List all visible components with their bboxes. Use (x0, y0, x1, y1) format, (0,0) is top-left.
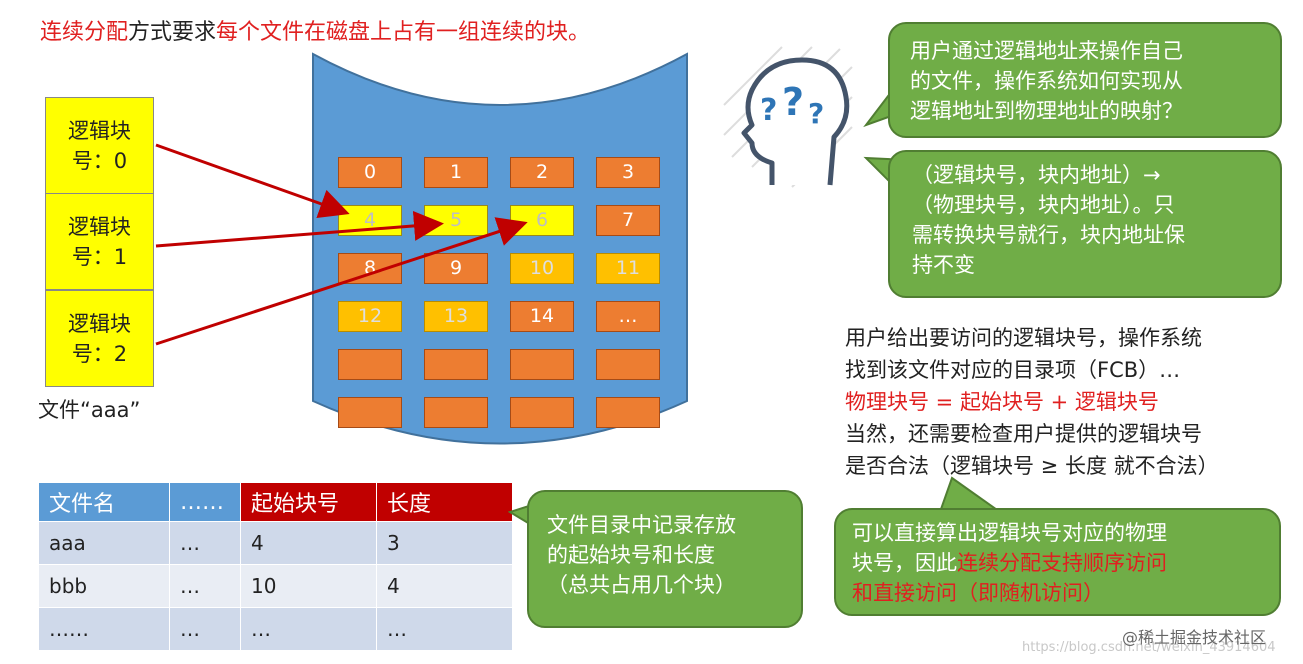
disk-block: 0 (338, 157, 402, 188)
bubble-text: 块号，因此 (852, 551, 957, 575)
disk-block (338, 397, 402, 428)
disk-block (510, 397, 574, 428)
bubble-line: 的起始块号和长度 (547, 543, 715, 567)
header-start-block: 起始块号 (240, 482, 377, 522)
logical-block-label: 逻辑块 (68, 311, 131, 336)
header-length: 长度 (376, 482, 513, 522)
note-line: 找到该文件对应的目录项（FCB）… (845, 358, 1181, 382)
disk-block: 9 (424, 253, 488, 284)
table-cell: … (376, 607, 513, 651)
note-line: 当然，还需要检查用户提供的逻辑块号 (845, 422, 1202, 446)
table-cell: 3 (376, 521, 513, 565)
table-cell: …… (38, 607, 170, 651)
access-bubble: 可以直接算出逻辑块号对应的物理 块号，因此连续分配支持顺序访问 和直接访问（即随… (834, 508, 1281, 616)
page-title: 连续分配方式要求每个文件在磁盘上占有一组连续的块。 (40, 14, 590, 46)
logical-block-number: 号：1 (71, 244, 128, 269)
thinking-head-question-icon: ? ? ? (723, 46, 853, 188)
bubble-line: 可以直接算出逻辑块号对应的物理 (852, 521, 1167, 545)
table-cell: aaa (38, 521, 170, 565)
bubble-line: 用户通过逻辑地址来操作自己 (910, 39, 1183, 63)
explanation-notes: 用户给出要访问的逻辑块号，操作系统 找到该文件对应的目录项（FCB）… 物理块号… (845, 322, 1219, 482)
address-formula: 物理块号 = 起始块号 + 逻辑块号 (845, 390, 1159, 414)
disk-block: 14 (510, 301, 574, 332)
table-cell: … (169, 607, 241, 651)
answer-bubble: （逻辑块号，块内地址）→ （物理块号，块内地址）。只 需转换块号就行，块内地址保… (888, 150, 1282, 298)
bubble-line: 逻辑地址到物理地址的映射？ (910, 99, 1183, 123)
table-row: bbb … 10 4 (38, 564, 513, 608)
logical-block-2: 逻辑块 号：2 (45, 290, 154, 387)
disk-block (596, 397, 660, 428)
disk-block (424, 349, 488, 380)
watermark-url: https://blog.csdn.net/weixin_43914604 (1022, 640, 1276, 655)
bubble-line: （总共占用几个块） (547, 573, 736, 597)
arrow-2-to-6 (155, 217, 528, 346)
disk-block: 3 (596, 157, 660, 188)
disk-block: 13 (424, 301, 488, 332)
table-header-row: 文件名 …… 起始块号 长度 (38, 482, 513, 522)
bubble-line: （逻辑块号，块内地址）→ (912, 163, 1161, 187)
disk-block: 12 (338, 301, 402, 332)
note-line: 是否合法（逻辑块号 ≥ 长度 就不合法） (845, 454, 1219, 478)
bubble-line: 的文件，操作系统如何实现从 (910, 69, 1183, 93)
logical-block-label: 逻辑块 (68, 214, 131, 239)
disk-block: 11 (596, 253, 660, 284)
logical-block-1: 逻辑块 号：1 (45, 193, 154, 290)
bubble-highlight: 和直接访问（即随机访问） (852, 581, 1104, 605)
directory-note-bubble: 文件目录中记录存放 的起始块号和长度 （总共占用几个块） (527, 490, 803, 628)
table-cell: 10 (240, 564, 377, 608)
svg-text:?: ? (808, 97, 824, 130)
disk-block: 2 (510, 157, 574, 188)
bubble-line: 持不变 (912, 253, 975, 277)
file-label: 文件“aaa” (38, 398, 141, 422)
file-directory-table: 文件名 …… 起始块号 长度 aaa … 4 3 bbb … 10 4 …… …… (38, 482, 513, 651)
arrow-0-to-4 (155, 143, 350, 219)
bubble-highlight: 连续分配支持顺序访问 (957, 551, 1167, 575)
bubble-line: 文件目录中记录存放 (547, 513, 736, 537)
disk-block: 8 (338, 253, 402, 284)
title-requirement: 每个文件在磁盘上占有一组连续的块。 (216, 20, 591, 45)
svg-text:?: ? (760, 93, 777, 128)
disk-cylinder-shape (312, 52, 688, 445)
disk-block: … (596, 301, 660, 332)
logical-block-0: 逻辑块 号：0 (45, 97, 154, 194)
table-cell: bbb (38, 564, 170, 608)
table-cell: 4 (240, 521, 377, 565)
bubble-line: （物理块号，块内地址）。只 (912, 193, 1175, 217)
note-line: 用户给出要访问的逻辑块号，操作系统 (845, 326, 1202, 350)
svg-text:?: ? (782, 80, 804, 124)
title-mid: 方式要求 (128, 20, 217, 45)
table-cell: … (169, 564, 241, 608)
disk-block: 7 (596, 205, 660, 236)
header-filename: 文件名 (38, 482, 170, 522)
logical-block-number: 号：0 (71, 148, 128, 173)
watermark: @稀土掘金技术社区 (1122, 628, 1267, 647)
table-row: …… … … … (38, 607, 513, 651)
disk-block (596, 349, 660, 380)
table-cell: … (240, 607, 377, 651)
question-bubble: 用户通过逻辑地址来操作自己 的文件，操作系统如何实现从 逻辑地址到物理地址的映射… (888, 22, 1282, 138)
title-term: 连续分配 (40, 20, 129, 45)
disk-block: 1 (424, 157, 488, 188)
disk-block (510, 349, 574, 380)
disk-block: 10 (510, 253, 574, 284)
disk-block (424, 397, 488, 428)
logical-block-number: 号：2 (71, 341, 128, 366)
bubble-line: 需转换块号就行，块内地址保 (912, 223, 1185, 247)
table-cell: … (169, 521, 241, 565)
arrow-1-to-5 (155, 210, 444, 248)
logical-block-label: 逻辑块 (68, 118, 131, 143)
table-cell: 4 (376, 564, 513, 608)
disk-block (338, 349, 402, 380)
bubble-line: 块号，因此连续分配支持顺序访问 (852, 548, 1279, 578)
table-row: aaa … 4 3 (38, 521, 513, 565)
header-ellipsis: …… (169, 482, 241, 522)
